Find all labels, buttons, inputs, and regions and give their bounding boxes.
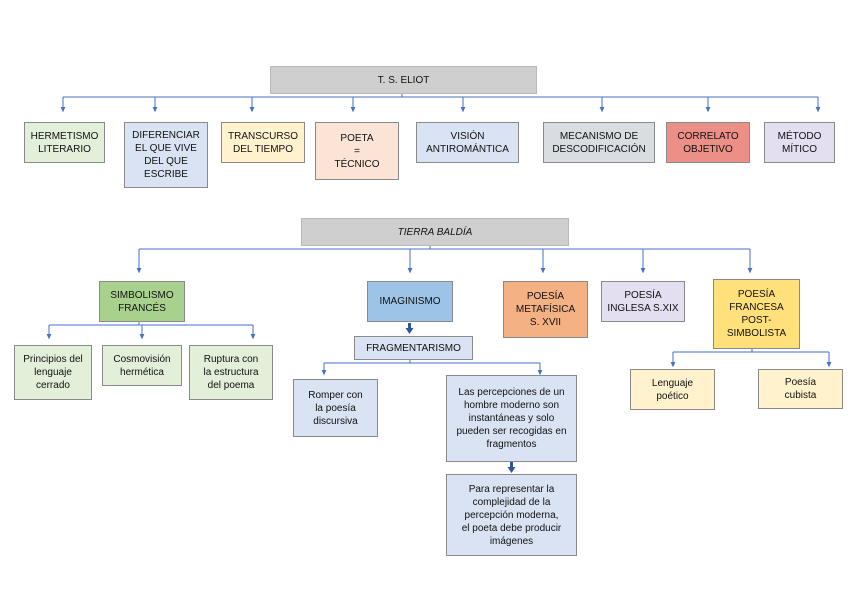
node-ruptura-estructura: Ruptura con la estructura del poema xyxy=(189,345,273,400)
node-diferenciar: DIFERENCIAR EL QUE VIVE DEL QUE ESCRIBE xyxy=(124,122,208,188)
eliot-title: T. S. ELIOT xyxy=(270,66,537,94)
node-principios-lenguaje: Principios del lenguaje cerrado xyxy=(14,345,92,400)
node-hermetismo-literario: HERMETISMO LITERARIO xyxy=(24,122,105,163)
node-poesia-inglesa: POESÍA INGLESA S.XIX xyxy=(601,281,685,322)
node-mecanismo-descodificacion: MECANISMO DE DESCODIFICACIÓN xyxy=(543,122,655,163)
node-simbolismo-frances: SIMBOLISMO FRANCÉS xyxy=(99,281,185,322)
node-fragmentarismo: FRAGMENTARISMO xyxy=(354,336,473,360)
node-cosmovision-hermetica: Cosmovisión hermética xyxy=(102,345,182,386)
node-representar: Para representar la complejidad de la pe… xyxy=(446,474,577,556)
node-poesia-cubista: Poesía cubista xyxy=(758,369,843,409)
node-romper-poesia: Romper con la poesía discursiva xyxy=(293,379,378,437)
node-poesia-metafisica: POESÍA METAFÍSICA S. XVII xyxy=(503,281,588,338)
node-transcurso-tiempo: TRANSCURSO DEL TIEMPO xyxy=(221,122,305,163)
node-poeta-tecnico: POETA = TÉCNICO xyxy=(315,122,399,180)
node-metodo-mitico: MÉTODO MÍTICO xyxy=(764,122,835,163)
node-imaginismo: IMAGINISMO xyxy=(367,281,453,322)
tierra-baldia-title: TIERRA BALDÍA xyxy=(301,218,569,246)
node-vision-antiromantica: VISIÓN ANTIROMÁNTICA xyxy=(416,122,519,163)
node-poesia-francesa: POESÍA FRANCESA POST- SIMBOLISTA xyxy=(713,279,800,349)
node-percepciones: Las percepciones de un hombre moderno so… xyxy=(446,375,577,462)
node-correlato-objetivo: CORRELATO OBJETIVO xyxy=(666,122,750,163)
node-lenguaje-poetico: Lenguaje poético xyxy=(630,369,715,410)
